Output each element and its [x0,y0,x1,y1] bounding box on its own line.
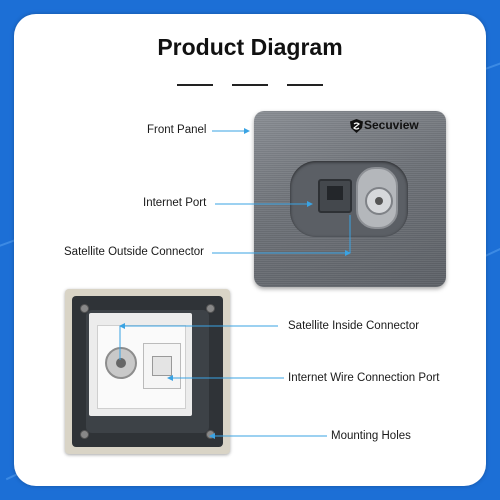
shield-logo-icon [350,119,363,133]
front-port-recess [290,161,408,237]
title-divider [232,84,268,86]
mounting-hole [206,304,215,313]
brand-logo-text: Secuview [364,118,419,132]
front-satellite-port [356,167,398,229]
label-internet-port: Internet Port [143,197,207,209]
label-satellite-outside: Satellite Outside Connector [64,246,204,258]
mounting-hole [80,430,89,439]
back-panel-image [65,289,230,454]
label-satellite-inside: Satellite Inside Connector [288,320,420,332]
mounting-hole [80,304,89,313]
internet-wire-port [143,343,181,389]
label-front-panel: Front Panel [147,124,207,136]
inside-satellite-connector [105,347,137,379]
title-divider [287,84,323,86]
back-module [89,313,192,416]
label-mounting-holes: Mounting Holes [331,430,411,442]
title-divider [177,84,213,86]
label-internet-wire: Internet Wire Connection Port [288,372,440,384]
page-title: Product Diagram [157,34,343,60]
front-ethernet-port [318,179,352,213]
front-panel-image: Secuview [254,111,446,287]
